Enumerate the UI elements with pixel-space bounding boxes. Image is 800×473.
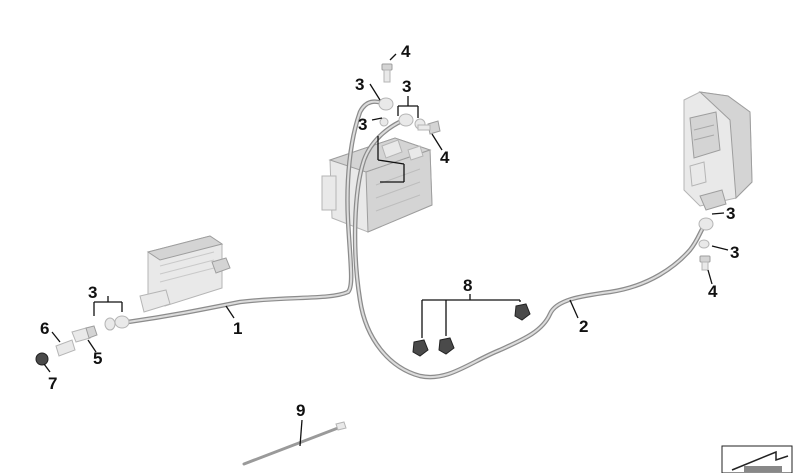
callout-3-caliper-bottom: 3 — [730, 243, 739, 262]
bleeder-fitting — [55, 339, 76, 357]
callout-8: 8 — [463, 276, 472, 295]
banjo-bolt-top — [381, 63, 393, 83]
brake-line-2 — [352, 117, 707, 380]
line-clips — [412, 303, 531, 357]
callout-3-abs-left: 3 — [355, 75, 364, 94]
diagonal-arrow-icon — [721, 445, 793, 473]
front-reservoir — [139, 235, 231, 313]
callout-3-abs-lower: 3 — [358, 115, 367, 134]
brake-line-1 — [125, 99, 387, 325]
callout-3-abs-right: 3 — [402, 77, 411, 96]
callout-3-caliper-top: 3 — [726, 204, 735, 223]
abs-unit — [321, 137, 433, 233]
callout-6: 6 — [40, 319, 49, 338]
callout-4-caliper: 4 — [708, 282, 718, 301]
callout-2: 2 — [579, 317, 588, 336]
dust-cap — [35, 352, 49, 366]
callout-4-abs: 4 — [440, 148, 450, 167]
banjo-bolt-abs — [417, 120, 441, 135]
rear-caliper — [683, 91, 753, 211]
callout-4-top: 4 — [401, 42, 411, 61]
callout-numbers: 1 2 3 3 3 3 3 3 4 4 4 5 6 7 8 9 — [40, 42, 739, 420]
cable-tie — [242, 421, 347, 466]
callout-3-front: 3 — [88, 283, 97, 302]
callout-7: 7 — [48, 374, 57, 393]
callout-5: 5 — [93, 349, 102, 368]
bleeder-valve — [71, 325, 98, 343]
callout-1: 1 — [233, 319, 242, 338]
leader-lines — [43, 53, 729, 447]
callout-9: 9 — [296, 401, 305, 420]
banjo-bolt-caliper — [699, 255, 711, 271]
